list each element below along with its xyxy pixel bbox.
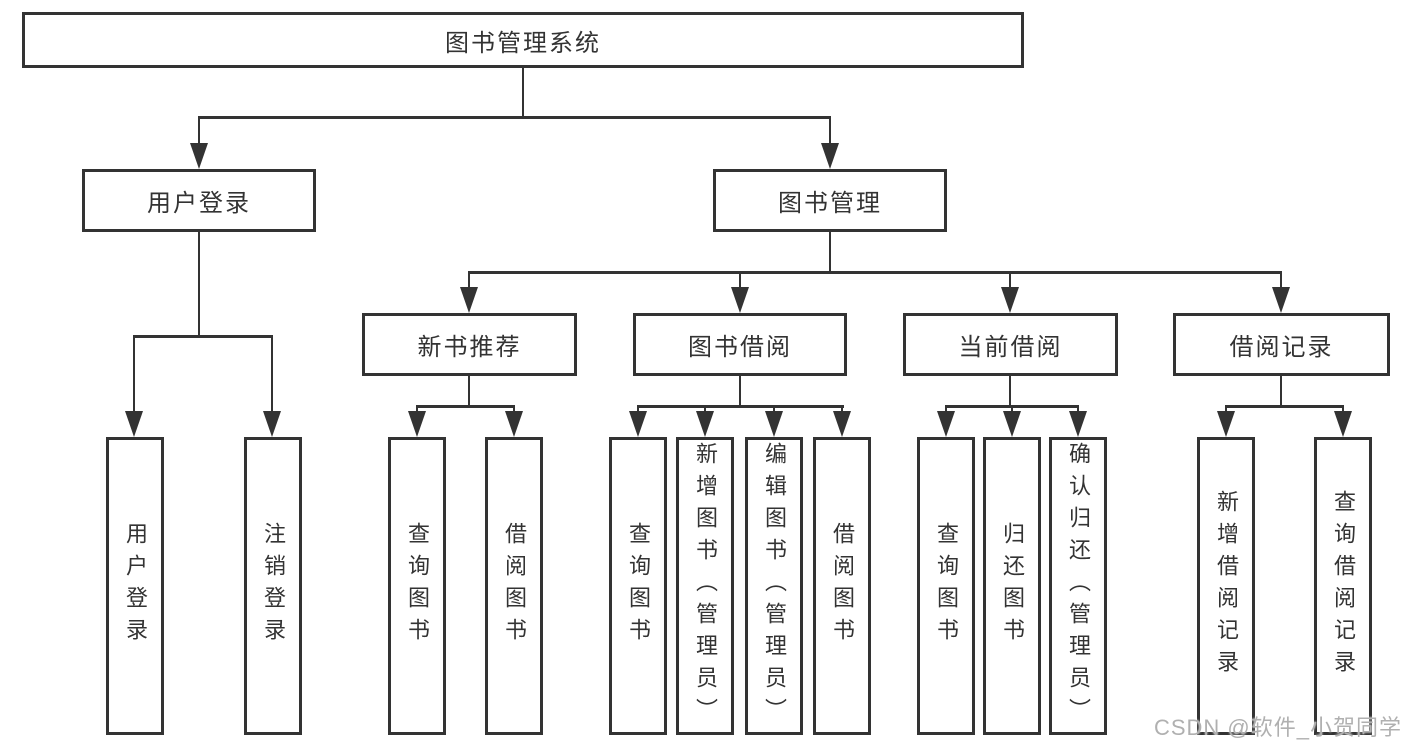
connector-arrowhead	[936, 411, 955, 437]
leaf-add-borrow-record: 新增借阅记录	[1197, 437, 1255, 735]
connector-arrowhead	[695, 411, 714, 437]
connector-line	[636, 405, 845, 408]
connector-line	[1076, 407, 1080, 411]
connector-line	[1010, 407, 1014, 411]
connector-arrowhead	[820, 143, 839, 169]
connector-arrowhead	[730, 287, 749, 313]
connector-line	[1279, 273, 1283, 287]
connector-arrowhead	[1000, 287, 1019, 313]
connector-arrowhead	[764, 411, 783, 437]
connector-line	[944, 405, 1080, 408]
connector-arrowhead	[1333, 411, 1352, 437]
connector-line	[738, 376, 742, 407]
leaf-query-books-borrow: 查询图书	[609, 437, 667, 735]
connector-line	[738, 273, 742, 287]
leaf-add-books-admin: 新增图书（管理员）	[676, 437, 734, 735]
leaf-borrow-books: 借阅图书	[813, 437, 871, 735]
connector-arrowhead	[1068, 411, 1087, 437]
connector-line	[197, 232, 201, 337]
connector-line	[512, 407, 516, 411]
connector-line	[1008, 376, 1012, 407]
connector-arrowhead	[1002, 411, 1021, 437]
node-user-login: 用户登录	[82, 169, 316, 232]
connector-line	[828, 232, 832, 273]
connector-line	[1224, 407, 1228, 411]
connector-arrowhead	[832, 411, 851, 437]
connector-line	[270, 336, 274, 411]
leaf-query-borrow-record: 查询借阅记录	[1314, 437, 1372, 735]
connector-line	[132, 335, 274, 338]
connector-line	[132, 336, 136, 411]
connector-line	[467, 271, 1283, 274]
node-new-book-recommend: 新书推荐	[362, 313, 577, 376]
connector-line	[636, 407, 640, 411]
connector-line	[197, 118, 201, 143]
node-book-borrow: 图书借阅	[633, 313, 847, 376]
node-current-borrow: 当前借阅	[903, 313, 1118, 376]
connector-line	[840, 407, 844, 411]
leaf-confirm-return-admin: 确认归还（管理员）	[1049, 437, 1107, 735]
node-root: 图书管理系统	[22, 12, 1024, 68]
leaf-user-login: 用户登录	[106, 437, 164, 735]
connector-line	[828, 118, 832, 143]
leaf-return-books: 归还图书	[983, 437, 1041, 735]
connector-line	[415, 405, 516, 408]
connector-arrowhead	[504, 411, 523, 437]
connector-line	[1279, 376, 1283, 407]
connector-line	[1341, 407, 1345, 411]
connector-line	[944, 407, 948, 411]
connector-arrowhead	[1271, 287, 1290, 313]
node-borrow-records: 借阅记录	[1173, 313, 1390, 376]
leaf-query-books-current: 查询图书	[917, 437, 975, 735]
connector-line	[415, 407, 419, 411]
connector-line	[197, 116, 832, 119]
connector-line	[1224, 405, 1345, 408]
connector-arrowhead	[189, 143, 208, 169]
connector-arrowhead	[262, 411, 281, 437]
connector-line	[467, 273, 471, 287]
leaf-query-books-recommend: 查询图书	[388, 437, 446, 735]
connector-arrowhead	[124, 411, 143, 437]
connector-arrowhead	[628, 411, 647, 437]
leaf-logout: 注销登录	[244, 437, 302, 735]
leaf-borrow-books-recommend: 借阅图书	[485, 437, 543, 735]
connector-arrowhead	[1216, 411, 1235, 437]
connector-line	[521, 68, 525, 118]
connector-arrowhead	[459, 287, 478, 313]
leaf-edit-books-admin: 编辑图书（管理员）	[745, 437, 803, 735]
connector-line	[467, 376, 471, 407]
connector-line	[1008, 273, 1012, 287]
connector-arrowhead	[407, 411, 426, 437]
watermark-text: CSDN @软件_小贺同学	[1153, 715, 1402, 740]
node-book-management: 图书管理	[713, 169, 947, 232]
connector-line	[772, 407, 776, 411]
connector-line	[703, 407, 707, 411]
